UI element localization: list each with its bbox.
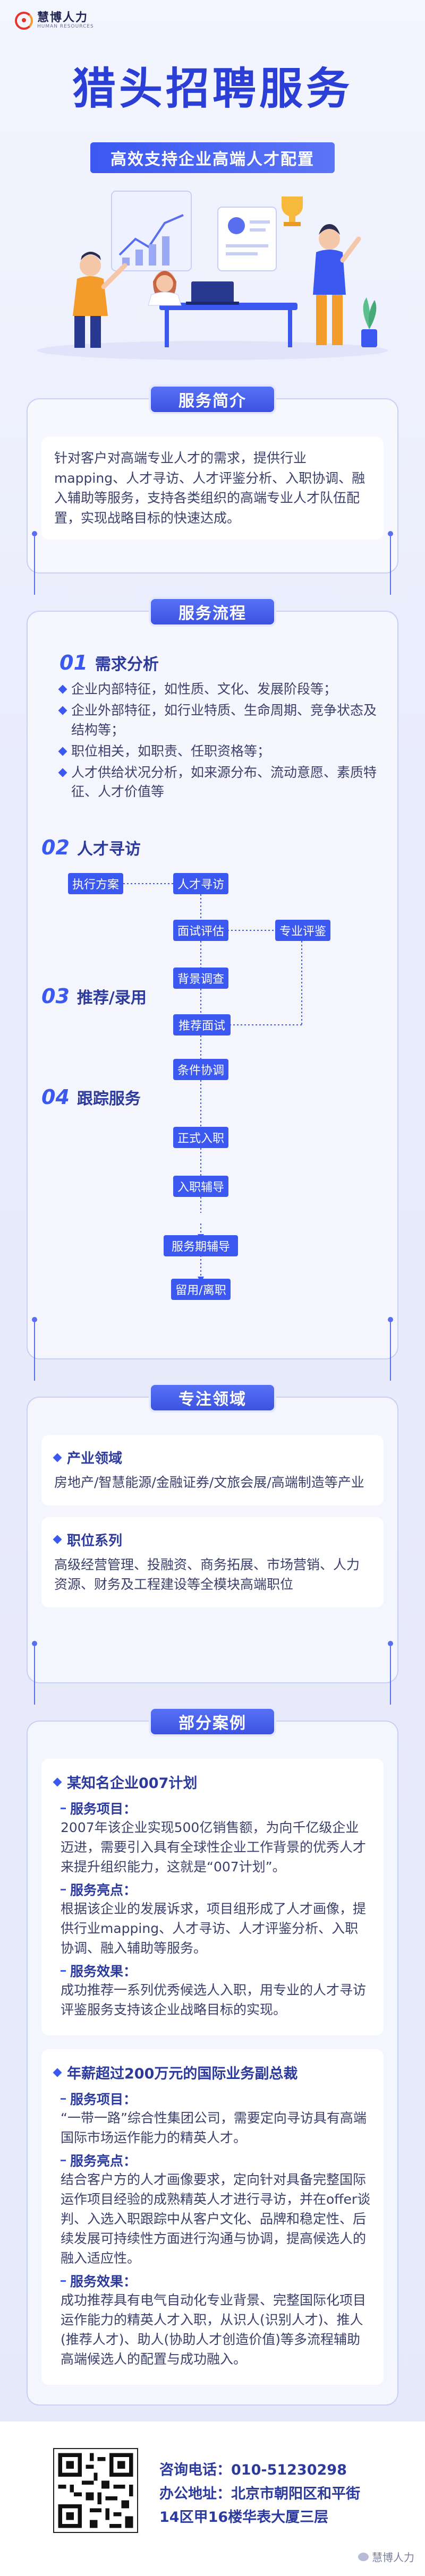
brand-name: 慧博人力 — [37, 11, 89, 24]
decor-dot — [388, 1641, 393, 1646]
process-flowchart-tail: 服务期辅导 留用/离职 — [41, 1223, 384, 1308]
brand-name-en: HUMAN RESOURCES — [37, 24, 94, 30]
brand-logo: 慧博人力 HUMAN RESOURCES — [15, 11, 94, 30]
intro-text: 针对客户对高端专业人才的需求，提供行业mapping、人才寻访、人才评鉴分析、入… — [41, 437, 384, 540]
process-tab-title: 服务流程 — [149, 597, 276, 627]
step-1-bullets: 企业内部特征，如性质、文化、发展阶段等； 企业外部特征，如行业特质、生命周期、竞… — [58, 680, 378, 802]
diamond-icon — [58, 768, 67, 777]
step-3-title: 03 推荐/录用 — [41, 984, 147, 1008]
flow-node-pro-eval: 专业评鉴 — [275, 919, 330, 941]
domain-item: 产业领域 房地产/智慧能源/金融证券/文旅会展/高端制造等产业 — [41, 1435, 384, 1505]
address-line-1: 北京市朝阳区和平街 — [231, 2485, 360, 2502]
flow-node-exec: 执行方案 — [68, 872, 123, 894]
domain-tab-title: 专注领域 — [149, 1383, 276, 1413]
decor-dot — [388, 531, 393, 536]
cases-section: 部分案例 某知名企业007计划 服务项目： 2007年该企业实现500亿销售额，… — [27, 1707, 398, 2406]
diamond-icon — [58, 706, 67, 715]
logo-icon — [15, 12, 33, 30]
diamond-icon — [58, 747, 67, 756]
step-1-title: 01 需求分析 — [60, 651, 159, 674]
decor-dot — [32, 1317, 37, 1322]
flow-node-service-aid: 服务期辅导 — [164, 1235, 238, 1256]
list-item: 企业外部特征，如行业特质、生命周期、竞争状态及结构等； — [58, 701, 378, 740]
page-subtitle: 高效支持企业高端人才配置 — [90, 142, 335, 173]
decor-dot — [388, 1317, 393, 1322]
page-title: 猎头招聘服务 — [72, 64, 353, 114]
qr-code-icon[interactable] — [53, 2448, 138, 2533]
address-line-2: 14区甲16楼华表大厦三层 — [159, 2509, 329, 2526]
flow-node-search: 人才寻访 — [173, 872, 228, 894]
case-item: 年薪超过200万元的国际业务副总裁 服务项目： “一带一路”综合性集团公司，需要… — [41, 2049, 384, 2385]
decor-line — [390, 1322, 391, 1381]
watermark: 慧博人力 — [358, 2549, 414, 2564]
case-item: 某知名企业007计划 服务项目： 2007年该企业实现500亿销售额，为向千亿级… — [41, 1759, 384, 2035]
domain-item: 职位系列 高级经营管理、投融资、商务拓展、市场营销、人力资源、财务及工程建设等全… — [41, 1517, 384, 1607]
decor-dot — [32, 1641, 37, 1646]
diamond-icon — [53, 2068, 62, 2077]
contact-info: 咨询电话：010-51230298 办公地址：北京市朝阳区和平街 14区甲16楼… — [159, 2459, 360, 2530]
decor-dot — [32, 531, 37, 536]
flow-node-terms: 条件协调 — [173, 1058, 228, 1080]
diamond-icon — [53, 1535, 62, 1544]
decor-line — [34, 536, 35, 595]
flow-node-onboard: 正式入职 — [173, 1126, 228, 1148]
decor-line — [390, 536, 391, 595]
flow-node-recommend: 推荐面试 — [173, 1014, 231, 1035]
diamond-icon — [58, 684, 67, 694]
intro-section: 服务简介 针对客户对高端专业人才的需求，提供行业mapping、人才寻访、人才评… — [27, 384, 398, 574]
flow-node-interview: 面试评估 — [173, 919, 228, 941]
list-item: 人才供给状况分析，如来源分布、流动意愿、素质特征、人才价值等 — [58, 763, 378, 802]
domain-section: 专注领域 产业领域 房地产/智慧能源/金融证券/文旅会展/高端制造等产业 职位系… — [27, 1383, 398, 1683]
decor-line — [34, 1646, 35, 1705]
cases-tab-title: 部分案例 — [149, 1707, 276, 1736]
list-item: 职位相关，如职责、任职资格等； — [58, 742, 378, 761]
wechat-icon — [358, 2552, 369, 2561]
team-illustration — [37, 191, 388, 360]
process-section: 服务流程 01 需求分析 企业内部特征，如性质、文化、发展阶段等； 企业外部特征… — [27, 597, 398, 1359]
flow-node-onboard-aid: 入职辅导 — [173, 1175, 228, 1197]
flow-node-retain: 留用/离职 — [171, 1278, 231, 1300]
diamond-icon — [53, 1777, 62, 1786]
footer: 咨询电话：010-51230298 办公地址：北京市朝阳区和平街 14区甲16楼… — [0, 2421, 425, 2576]
decor-line — [34, 1322, 35, 1381]
diamond-icon — [53, 1453, 62, 1462]
decor-line — [390, 1646, 391, 1705]
step-4-title: 04 跟踪服务 — [41, 1085, 141, 1109]
step-2-title: 02 人才寻访 — [41, 835, 141, 859]
phone-number[interactable]: 010-51230298 — [231, 2462, 347, 2478]
process-flowchart: 02 人才寻访 执行方案 人才寻访 面试评估 专业评鉴 背景调查 03 推荐/录… — [41, 809, 384, 1223]
flow-node-bg-check: 背景调查 — [173, 967, 228, 989]
list-item: 企业内部特征，如性质、文化、发展阶段等； — [58, 680, 378, 699]
intro-tab-title: 服务简介 — [149, 384, 276, 414]
